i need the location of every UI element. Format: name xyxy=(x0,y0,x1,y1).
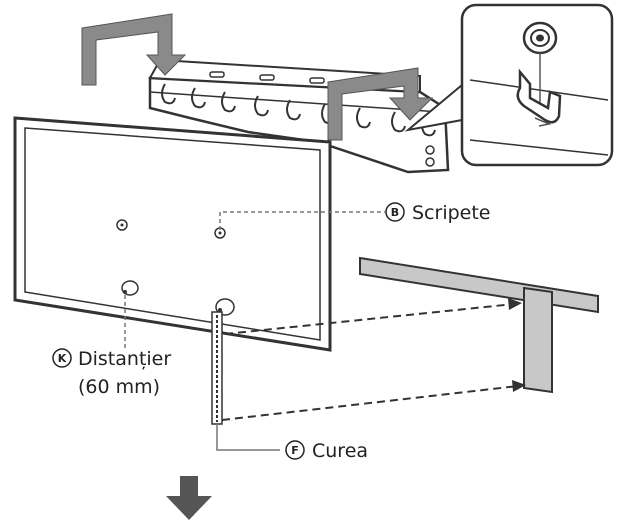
label-spacer: K Distanțier (60 mm) xyxy=(52,348,171,398)
pulley-marker: B xyxy=(391,206,399,219)
pulley-label: Scripete xyxy=(412,202,491,224)
bracket-body xyxy=(148,76,450,174)
pulley-icon xyxy=(522,21,558,55)
tv-panel xyxy=(13,116,332,352)
strap-label: Curea xyxy=(312,440,368,462)
hang-arrow-left xyxy=(81,13,187,86)
strap-marker: F xyxy=(291,444,299,457)
label-pulley: B Scripete xyxy=(385,202,491,224)
stand-post xyxy=(359,256,599,394)
dashed-arrows xyxy=(221,303,519,421)
down-arrow-icon xyxy=(166,476,212,520)
strap xyxy=(211,311,223,425)
spacer-marker: K xyxy=(58,352,67,365)
label-strap: F Curea xyxy=(285,440,368,462)
hang-arrow-right xyxy=(327,67,434,141)
zoom-callout-icon xyxy=(404,3,614,167)
spacer-label: Distanțier xyxy=(78,348,171,370)
hook-icon xyxy=(516,68,562,124)
spacer-size: (60 mm) xyxy=(78,376,160,398)
leader-lines xyxy=(124,211,385,451)
